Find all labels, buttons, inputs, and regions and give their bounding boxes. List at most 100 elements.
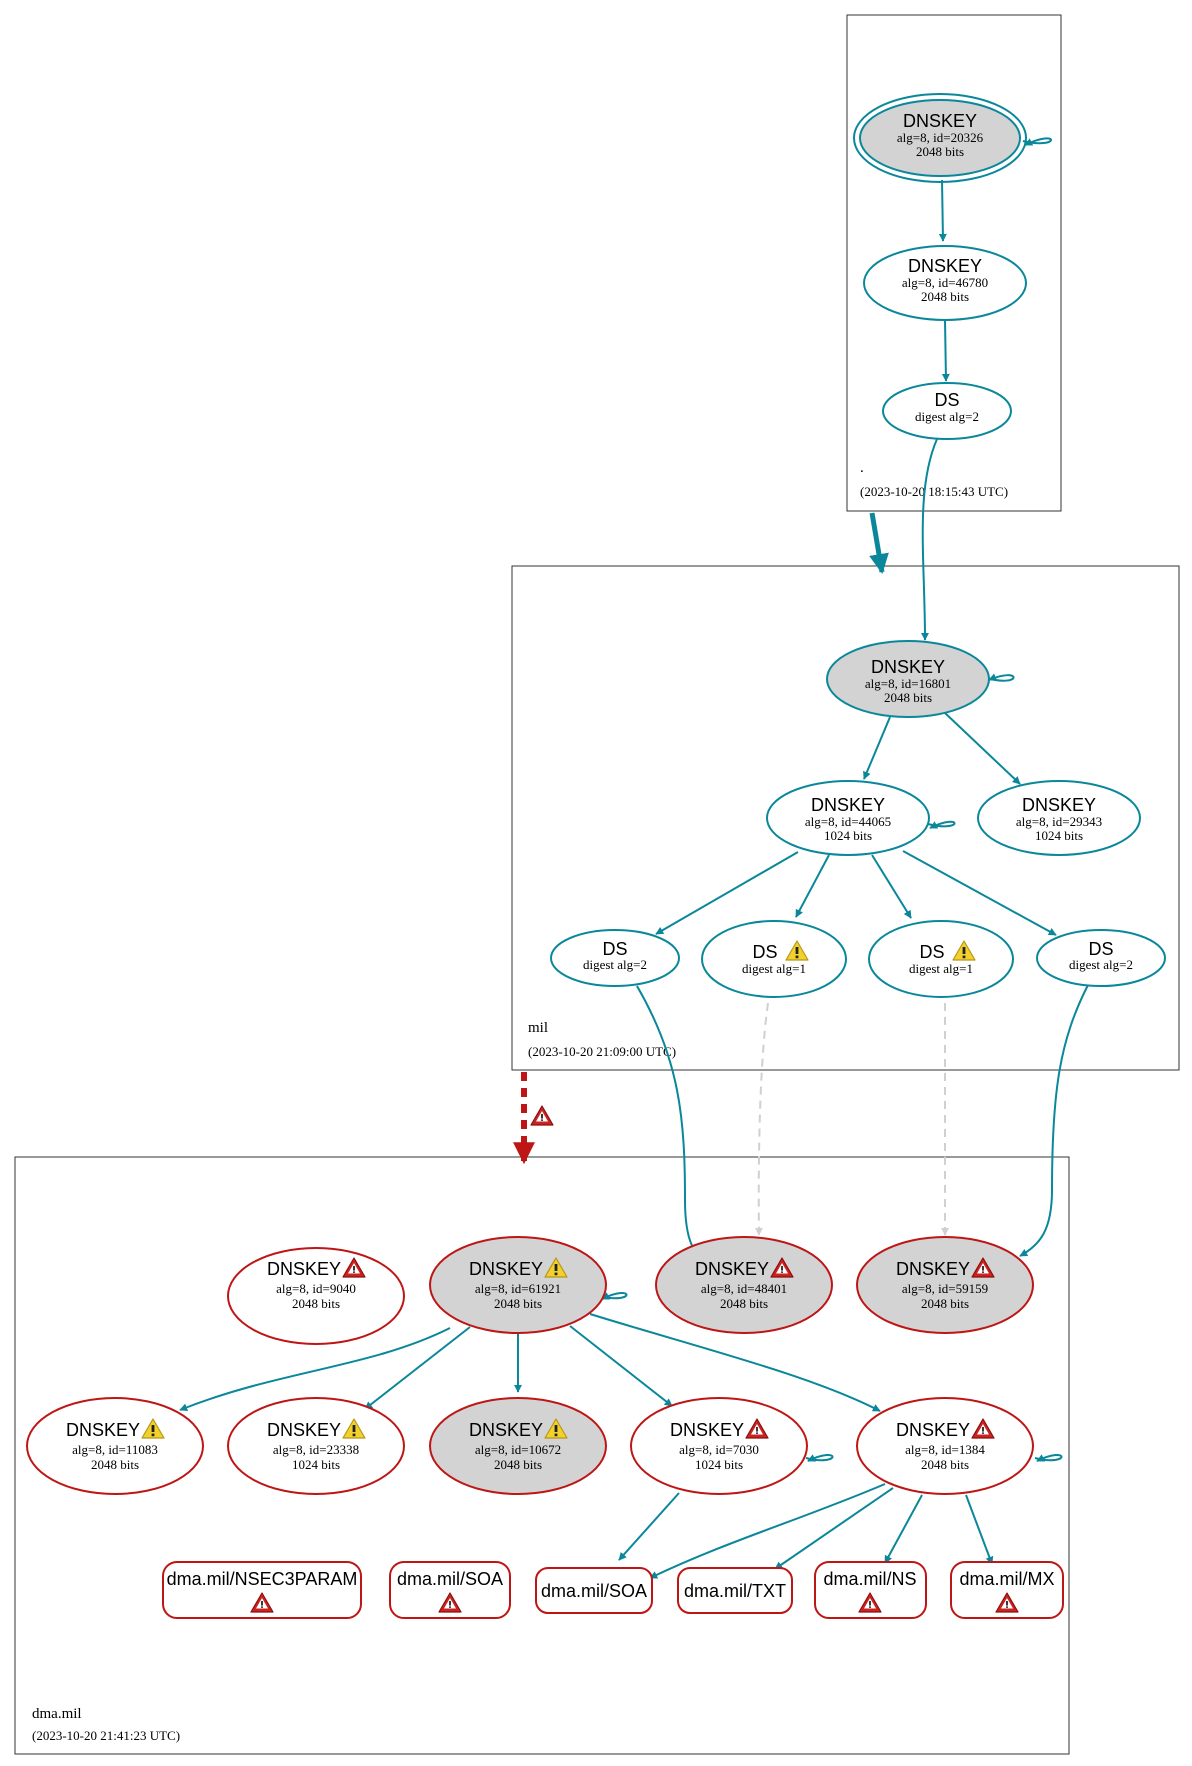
dma-dnskey-9040-node[interactable]: DNSKEY alg=8, id=9040 2048 bits	[227, 1247, 405, 1345]
dma-dnskey-7030-node[interactable]: DNSKEY alg=8, id=7030 1024 bits	[630, 1397, 808, 1495]
node-title: DNSKEY	[908, 256, 982, 276]
node-detail: digest alg=2	[583, 957, 647, 972]
root-zsk-node[interactable]: DNSKEY alg=8, id=46780 2048 bits	[863, 245, 1027, 321]
dma-dnskey-1384-node[interactable]: DNSKEY alg=8, id=1384 2048 bits	[856, 1397, 1034, 1495]
edge	[795, 854, 830, 918]
self-sign-edge	[805, 1454, 834, 1462]
edge	[965, 1494, 994, 1565]
node-detail: digest alg=1	[909, 961, 973, 976]
node-detail: 2048 bits	[494, 1296, 542, 1311]
node-title: DNSKEY	[267, 1420, 341, 1440]
node-detail: alg=8, id=10672	[475, 1442, 561, 1457]
node-detail: 2048 bits	[921, 289, 969, 304]
edge	[863, 716, 891, 780]
root-ksk-node[interactable]: DNSKEY alg=8, id=20326 2048 bits	[853, 93, 1027, 183]
node-title: DS	[919, 942, 944, 962]
node-detail: alg=8, id=20326	[897, 130, 984, 145]
node-title: DS	[934, 390, 959, 410]
dma-dnskey-61921-node[interactable]: DNSKEY alg=8, id=61921 2048 bits	[429, 1236, 607, 1334]
node-detail: alg=8, id=7030	[679, 1442, 759, 1457]
rrset-txt-node[interactable]: dma.mil/TXT	[677, 1567, 793, 1614]
node-detail: alg=8, id=59159	[902, 1281, 988, 1296]
mil-ds-1-node[interactable]: DS digest alg=2	[550, 929, 680, 987]
node-detail: alg=8, id=46780	[902, 275, 988, 290]
node-detail: alg=8, id=16801	[865, 676, 951, 691]
edge	[589, 1313, 881, 1412]
edge	[774, 1487, 894, 1570]
zone-dma-box	[14, 1156, 1070, 1755]
node-detail: alg=8, id=61921	[475, 1281, 561, 1296]
rrset-soa-1-node[interactable]: dma.mil/SOA	[389, 1561, 511, 1619]
dma-dnskey-11083-node[interactable]: DNSKEY alg=8, id=11083 2048 bits	[26, 1397, 204, 1495]
zone-root-box	[846, 14, 1062, 512]
node-title: dma.mil/SOA	[397, 1569, 503, 1589]
node-detail: digest alg=1	[742, 961, 806, 976]
node-detail: 2048 bits	[292, 1296, 340, 1311]
edge	[902, 850, 1057, 936]
node-title: DNSKEY	[896, 1259, 970, 1279]
edge	[941, 319, 950, 382]
node-detail: alg=8, id=48401	[701, 1281, 787, 1296]
node-detail: alg=8, id=23338	[273, 1442, 359, 1457]
node-detail: 1024 bits	[824, 828, 872, 843]
edges	[179, 137, 1089, 1579]
root-ds-node[interactable]: DS digest alg=2	[882, 382, 1012, 440]
zone-root: . (2023-10-20 18:15:43 UTC)	[846, 14, 1062, 512]
dma-dnskey-59159-node[interactable]: DNSKEY alg=8, id=59159 2048 bits	[856, 1236, 1034, 1334]
edge	[871, 854, 912, 919]
node-title: dma.mil/NSEC3PARAM	[167, 1569, 358, 1589]
rrset-soa-2-node[interactable]: dma.mil/SOA	[535, 1567, 653, 1614]
node-detail: digest alg=2	[915, 409, 979, 424]
self-sign-edge	[1022, 137, 1052, 146]
rrset-nsec3param-node[interactable]: dma.mil/NSEC3PARAM	[162, 1561, 362, 1619]
node-title: DNSKEY	[66, 1420, 140, 1440]
dma-dnskey-48401-node[interactable]: DNSKEY alg=8, id=48401 2048 bits	[655, 1236, 833, 1334]
edge	[754, 1002, 769, 1236]
self-sign-edge	[1034, 1454, 1063, 1462]
dma-dnskey-23338-node[interactable]: DNSKEY alg=8, id=23338 1024 bits	[227, 1397, 405, 1495]
node-detail: 2048 bits	[884, 690, 932, 705]
node-detail: 2048 bits	[720, 1296, 768, 1311]
node-detail: 1024 bits	[695, 1457, 743, 1472]
self-sign-edge	[599, 1292, 628, 1300]
zone-mil-timestamp: (2023-10-20 21:09:00 UTC)	[528, 1044, 676, 1059]
rrset-mx-node[interactable]: dma.mil/MX	[950, 1561, 1064, 1619]
node-title: DNSKEY	[469, 1420, 543, 1440]
node-title: DNSKEY	[670, 1420, 744, 1440]
edge	[364, 1326, 471, 1410]
node-detail: alg=8, id=29343	[1016, 814, 1102, 829]
node-title: dma.mil/NS	[823, 1569, 916, 1589]
node-title: DS	[602, 939, 627, 959]
zone-dma: dma.mil (2023-10-20 21:41:23 UTC)	[14, 1156, 1070, 1755]
mil-ksk-node[interactable]: DNSKEY alg=8, id=16801 2048 bits	[826, 640, 990, 718]
mil-ds-2-node[interactable]: DS digest alg=1	[701, 920, 847, 998]
dma-dnskey-10672-node[interactable]: DNSKEY alg=8, id=10672 2048 bits	[429, 1397, 607, 1495]
node-detail: 2048 bits	[921, 1457, 969, 1472]
node-detail: 2048 bits	[916, 144, 964, 159]
mil-zsk-29343-node[interactable]: DNSKEY alg=8, id=29343 1024 bits	[977, 780, 1141, 856]
node-title: DNSKEY	[811, 795, 885, 815]
node-title: DNSKEY	[871, 657, 945, 677]
node-detail: 2048 bits	[494, 1457, 542, 1472]
edge	[569, 1325, 673, 1407]
node-title: DNSKEY	[903, 111, 977, 131]
zone-dma-name: dma.mil	[32, 1706, 82, 1722]
node-title: dma.mil/SOA	[541, 1581, 647, 1601]
mil-zsk-44065-node[interactable]: DNSKEY alg=8, id=44065 1024 bits	[766, 780, 930, 856]
edge	[944, 712, 1021, 785]
mil-ds-4-node[interactable]: DS digest alg=2	[1036, 929, 1166, 987]
node-title: DNSKEY	[1022, 795, 1096, 815]
mil-ds-3-node[interactable]: DS digest alg=1	[868, 920, 1014, 998]
node-detail: 2048 bits	[91, 1457, 139, 1472]
edge	[1019, 984, 1089, 1257]
node-title: dma.mil/TXT	[684, 1581, 786, 1601]
edge	[938, 179, 947, 242]
zone-root-timestamp: (2023-10-20 18:15:43 UTC)	[860, 484, 1008, 499]
node-title: DNSKEY	[469, 1259, 543, 1279]
node-detail: alg=8, id=11083	[72, 1442, 158, 1457]
rrset-ns-node[interactable]: dma.mil/NS	[814, 1561, 927, 1619]
node-detail: 1024 bits	[292, 1457, 340, 1472]
edge	[618, 1492, 680, 1561]
node-detail: alg=8, id=44065	[805, 814, 891, 829]
